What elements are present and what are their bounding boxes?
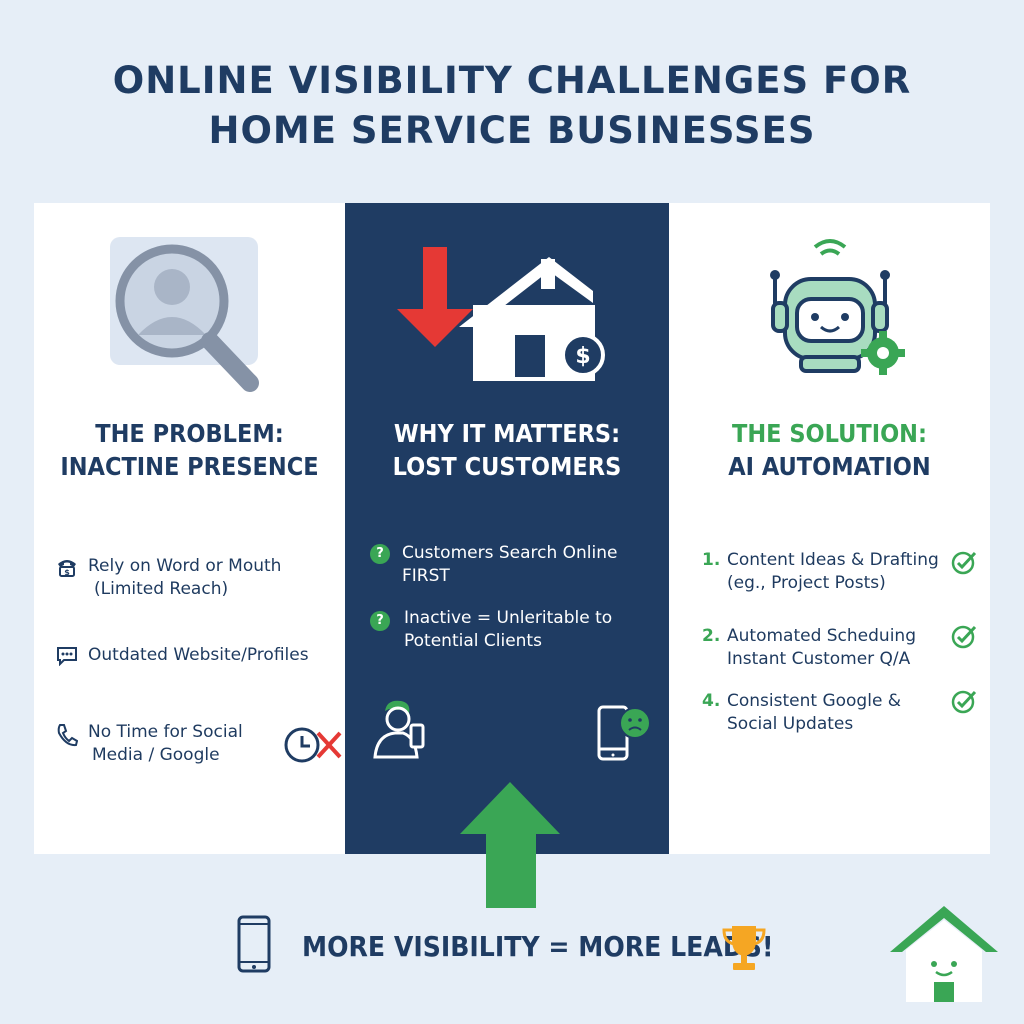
problem-item-outdated-website: Outdated Website/Profiles bbox=[56, 644, 341, 667]
why-item-search-online: ? Customers Search Online FIRST bbox=[370, 542, 660, 588]
solution-item-scheduling: 2. Automated Scheduing Instant Customer … bbox=[702, 625, 982, 671]
page-title: ONLINE VISIBILITY CHALLENGES FOR HOME SE… bbox=[0, 56, 1024, 156]
phone-handset-icon bbox=[57, 724, 78, 747]
smartphone-icon bbox=[237, 915, 271, 973]
robot-gear-icon bbox=[770, 239, 905, 375]
why-panel: $ WHY IT MATTERS: LOST CUSTOMERS ? Custo… bbox=[345, 203, 669, 854]
smiling-house-icon bbox=[890, 906, 998, 1002]
phone-dollar-icon: $ bbox=[58, 560, 76, 577]
problem-item-word-of-mouth: $ Rely on Word or Mouth (Limited Reach) bbox=[56, 555, 336, 601]
magnifying-glass-user-icon bbox=[110, 237, 259, 392]
chat-icon bbox=[57, 647, 77, 666]
down-arrow-house-dollar-icon: $ bbox=[397, 247, 605, 381]
problem-item-no-time: No Time for Social Media / Google bbox=[56, 721, 342, 767]
check-circle-icon bbox=[951, 625, 977, 649]
why-heading: WHY IT MATTERS: LOST CUSTOMERS bbox=[392, 419, 622, 481]
problem-heading: THE PROBLEM: INACTINE PRESENCE bbox=[60, 419, 319, 481]
title-line-1: ONLINE VISIBILITY CHALLENGES FOR bbox=[112, 59, 912, 102]
bottom-tagline: MORE VISIBILITY = MORE LEADS! bbox=[302, 930, 774, 963]
svg-text:$: $ bbox=[64, 568, 70, 577]
problem-panel: THE PROBLEM: INACTINE PRESENCE $ Rely on… bbox=[34, 203, 345, 854]
title-line-2: HOME SERVICE BUSINESSES bbox=[208, 109, 816, 152]
question-icon: ? bbox=[370, 611, 390, 631]
solution-panel: THE SOLUTION: AI AUTOMATION 1. Content I… bbox=[669, 203, 990, 854]
solution-item-updates: 4. Consistent Google & Social Updates bbox=[702, 690, 982, 736]
check-circle-icon bbox=[951, 551, 977, 575]
up-arrow-icon bbox=[460, 782, 560, 908]
question-icon: ? bbox=[370, 544, 390, 564]
trophy-icon bbox=[722, 926, 766, 970]
svg-text:$: $ bbox=[575, 344, 590, 369]
solution-heading: THE SOLUTION: AI AUTOMATION bbox=[728, 419, 931, 481]
phone-sad-face-icon bbox=[597, 705, 651, 761]
solution-item-content: 1. Content Ideas & Drafting (eg., Projec… bbox=[702, 549, 982, 595]
why-item-inactive: ? Inactive = Unleritable to Potential Cl… bbox=[370, 607, 660, 653]
check-circle-icon bbox=[951, 690, 977, 714]
clock-cancel-icon bbox=[284, 727, 342, 763]
person-phone-icon bbox=[373, 700, 425, 759]
